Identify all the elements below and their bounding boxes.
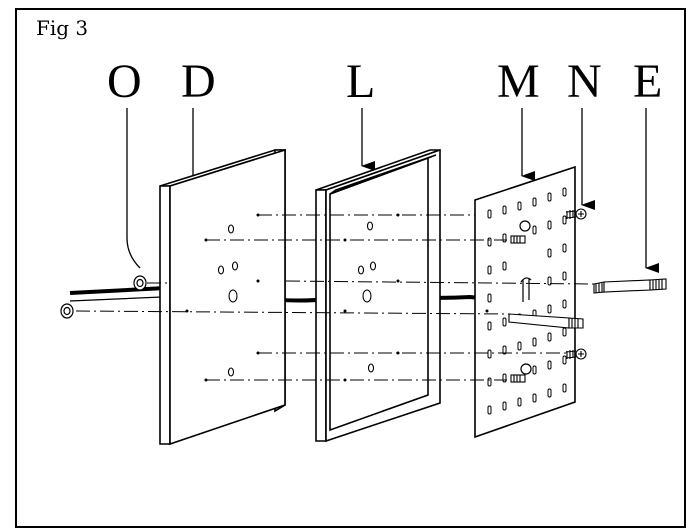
exploded-assembly-diagram — [60, 108, 667, 446]
screw-inner-lower — [510, 374, 526, 383]
alignment-lines — [75, 214, 595, 381]
grommets-o — [60, 275, 147, 319]
screws-n — [510, 208, 587, 383]
frame-l — [315, 148, 441, 443]
callout-letter-l: L — [346, 55, 376, 108]
alignment-dots — [185, 213, 489, 382]
leader-arrows — [126, 108, 659, 273]
standoff-upper — [593, 278, 667, 294]
figure-label: Fig 3 — [36, 16, 89, 40]
screw-top — [565, 208, 587, 220]
leader-arrow-o — [126, 108, 141, 269]
callout-letter-o: O — [107, 55, 142, 108]
callout-letter-n: N — [567, 55, 602, 108]
mounting-plate-m — [474, 165, 576, 439]
mounting-plate-slots — [487, 187, 567, 415]
mounting-plate-keyholes — [519, 220, 532, 375]
panel-d — [159, 148, 286, 446]
callout-letter-d: D — [181, 55, 216, 108]
screw-bottom — [565, 348, 587, 360]
frame-l-holes — [357, 221, 377, 373]
panel-d-holes — [217, 224, 239, 377]
callout-letter-e: E — [633, 55, 663, 108]
screw-inner-upper — [510, 235, 526, 244]
callout-letter-m: M — [497, 55, 540, 108]
standoff-lower — [508, 313, 584, 329]
standoffs-e — [508, 278, 667, 329]
